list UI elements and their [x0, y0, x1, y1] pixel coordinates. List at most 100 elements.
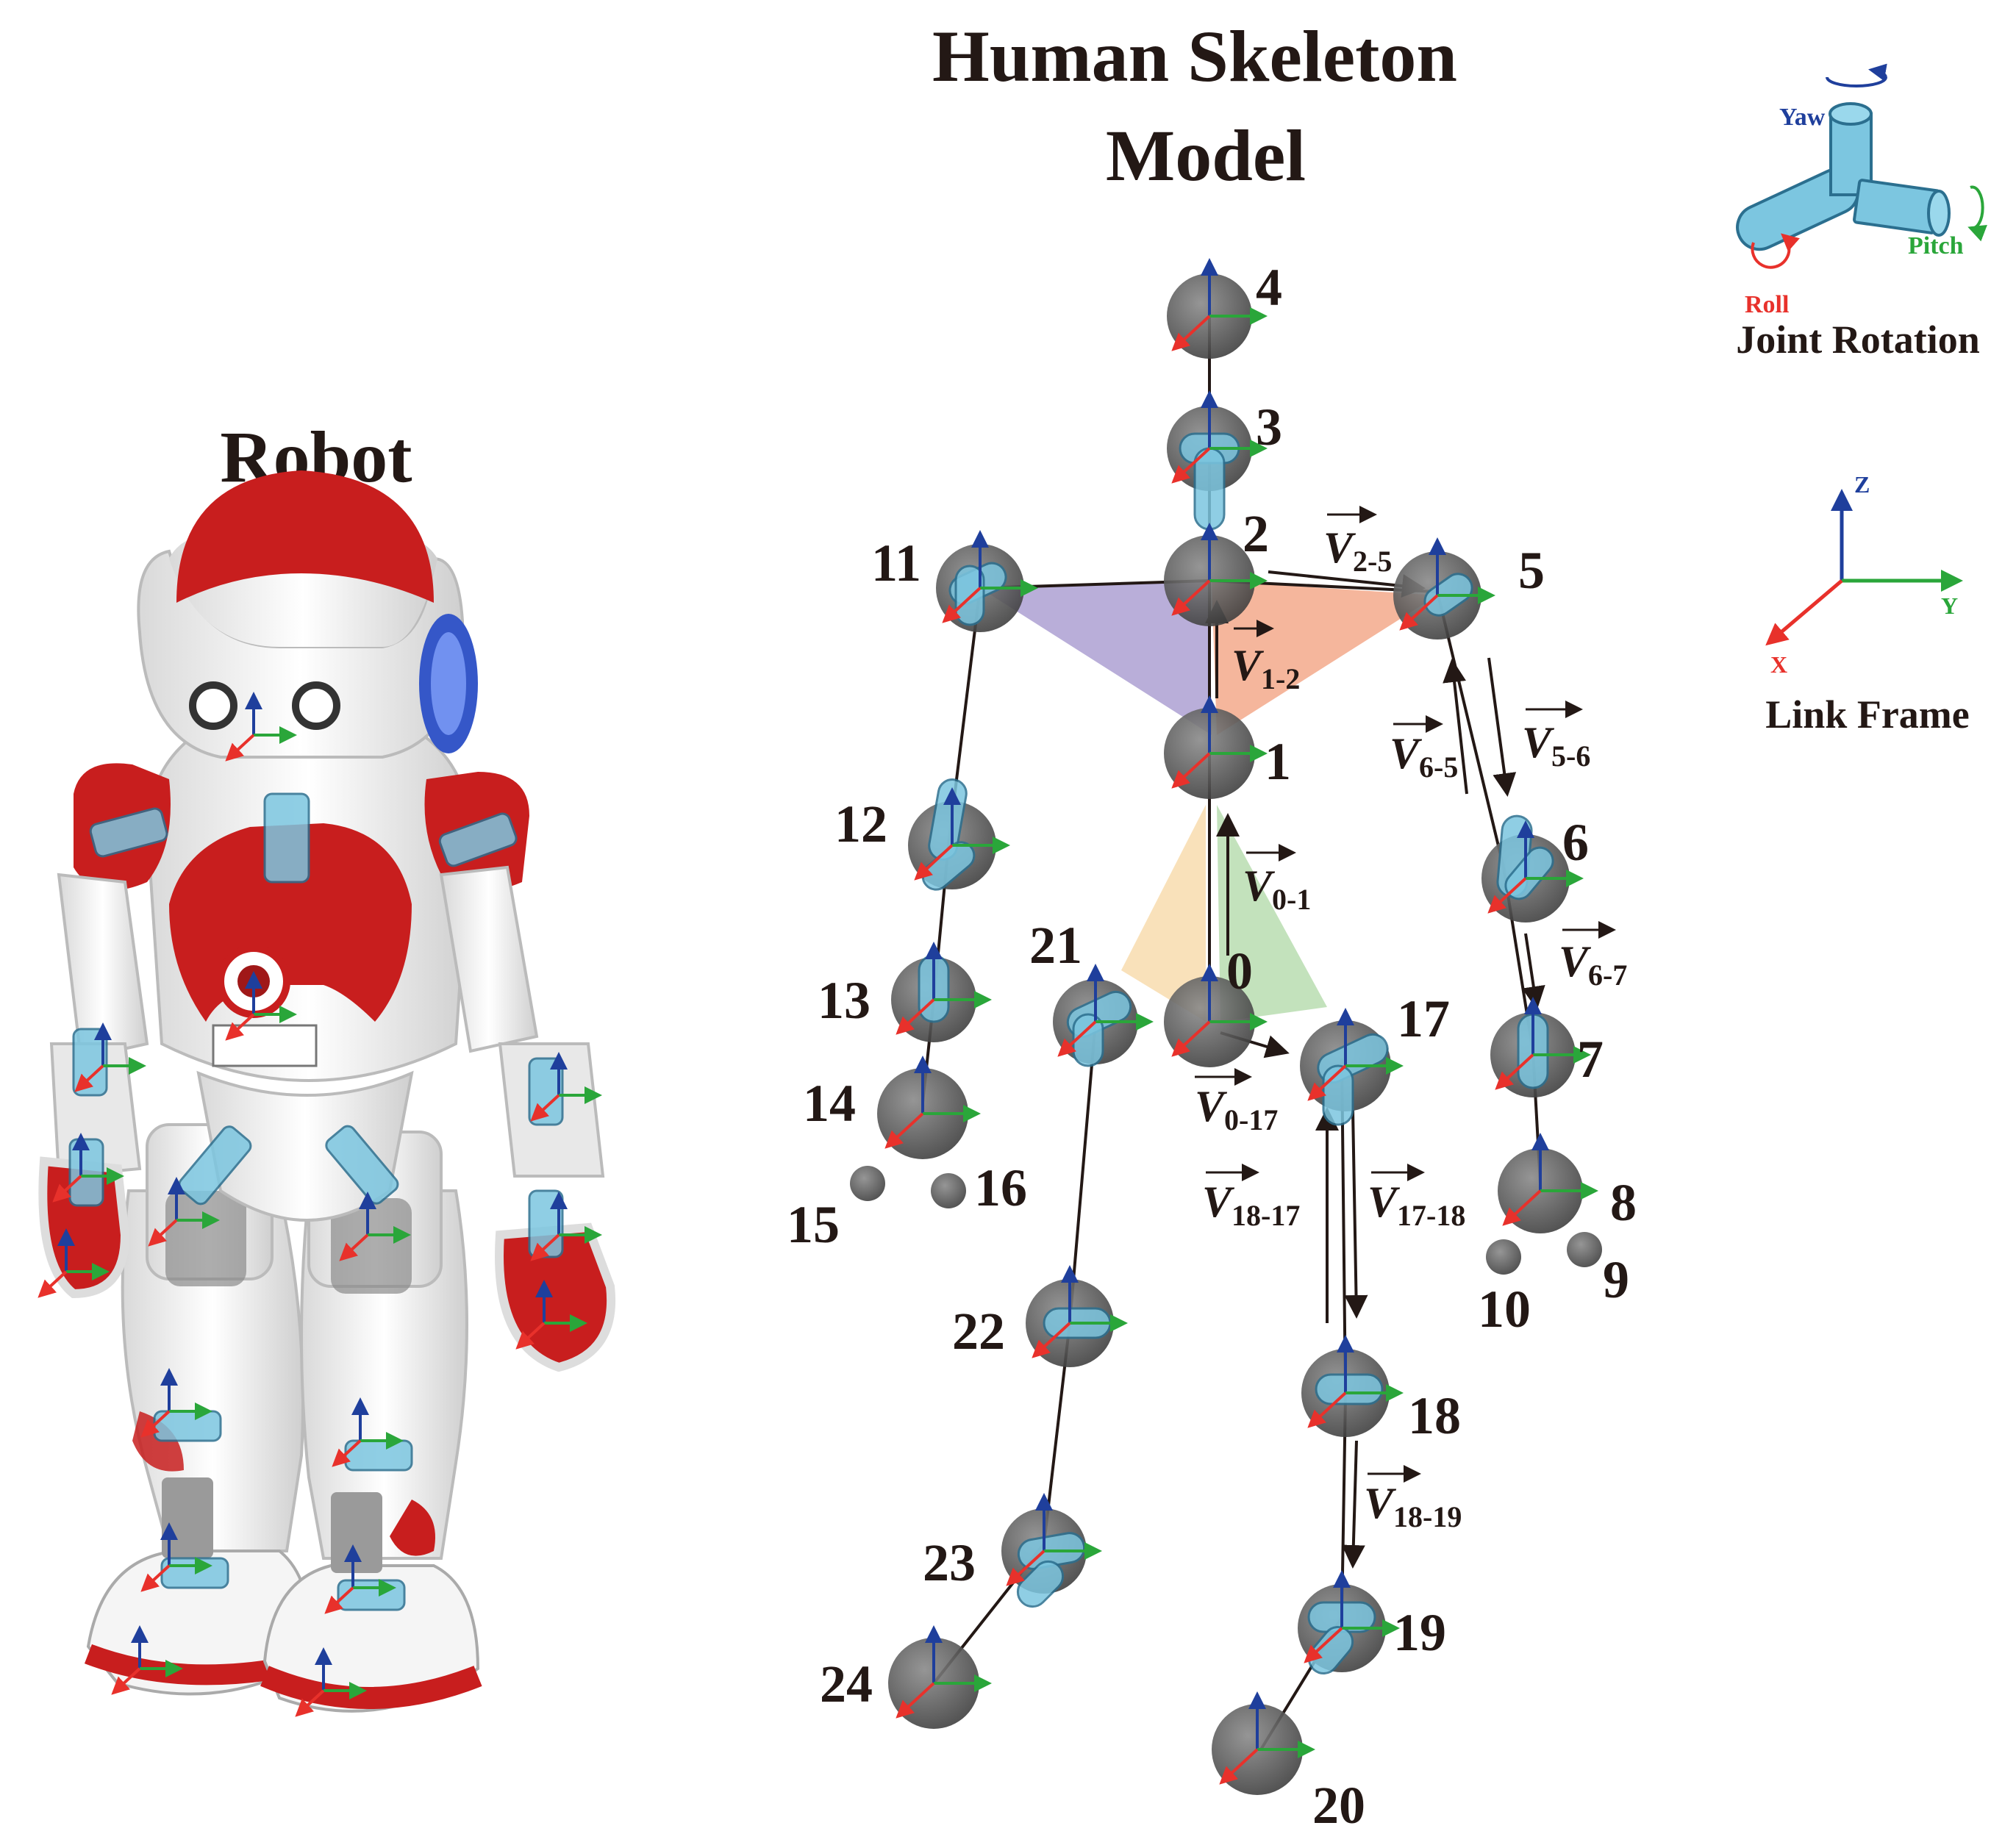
link-frame-legend: Z Y X Link Frame [1765, 471, 1970, 737]
joint-frame-21 [1057, 964, 1154, 1057]
joint-label-14: 14 [803, 1074, 856, 1133]
joint-label-3: 3 [1256, 398, 1282, 456]
link-frame-caption: Link Frame [1765, 692, 1970, 737]
joint-label-22: 22 [952, 1302, 1005, 1361]
joint-label-11: 11 [871, 534, 921, 592]
joint-frame-7 [1495, 997, 1591, 1090]
right-shoulder-plane [1212, 581, 1437, 735]
robot-frame-2 [74, 1022, 146, 1092]
svg-text:V5-6: V5-6 [1522, 718, 1590, 773]
joint-frame-19 [1304, 1570, 1400, 1663]
robot-frame-0 [225, 692, 297, 762]
joint-label-15: 15 [787, 1195, 840, 1254]
joint-cylinder-11-1 [954, 565, 985, 626]
joint-frames [884, 258, 1598, 1785]
pitch-label: Pitch [1908, 232, 1964, 259]
vector-label-17-18: V17-18 [1368, 1164, 1465, 1232]
joint-label-18: 18 [1408, 1386, 1461, 1445]
joint-frame-1 [1171, 695, 1268, 789]
svg-text:V18-19: V18-19 [1364, 1479, 1462, 1533]
robot-illustration [37, 470, 616, 1717]
joint-frame-20 [1219, 1691, 1315, 1785]
svg-text:V1-2: V1-2 [1232, 641, 1300, 695]
robot-frame-12 [140, 1522, 212, 1592]
joint-label-1: 1 [1265, 732, 1291, 791]
robot-joint-frames [37, 692, 602, 1717]
joint-label-0: 0 [1226, 942, 1253, 1000]
svg-text:V6-7: V6-7 [1559, 937, 1627, 992]
joint-label-20: 20 [1312, 1776, 1365, 1835]
svg-text:V17-18: V17-18 [1368, 1178, 1465, 1232]
joint-frame-24 [896, 1625, 992, 1719]
joint-frame-23 [1006, 1493, 1102, 1586]
joint-frame-2 [1171, 523, 1268, 616]
joint-sphere-10 [1486, 1239, 1521, 1275]
svg-text:V0-17: V0-17 [1195, 1082, 1278, 1136]
joint-label-4: 4 [1256, 258, 1282, 317]
vector-label-0-17: V0-17 [1195, 1068, 1278, 1136]
joint-label-13: 13 [818, 971, 871, 1030]
vector-label-18-17: V18-17 [1202, 1164, 1300, 1232]
robot-frame-14 [111, 1625, 183, 1695]
joint-label-8: 8 [1610, 1173, 1637, 1232]
vector-label-1-2: V1-2 [1232, 620, 1300, 695]
robot-frame-3 [530, 1052, 602, 1122]
joint-label-6: 6 [1562, 813, 1589, 872]
z-axis-label: Z [1854, 471, 1870, 498]
robot-frame-7 [515, 1280, 587, 1350]
joint-sphere-16 [931, 1173, 966, 1208]
joint-frame-18 [1307, 1335, 1404, 1428]
joint-cylinder-17-1 [1322, 1064, 1354, 1126]
skeleton-heading-line2: Model [1106, 115, 1306, 196]
joint-frame-22 [1032, 1265, 1128, 1358]
joint-frame-14 [884, 1056, 981, 1149]
joint-label-5: 5 [1518, 541, 1545, 600]
left-hip-plane [1121, 805, 1206, 1022]
robot-frame-13 [324, 1544, 396, 1614]
joint-rotation-legend: Yaw Pitch Roll Joint Rotation [1736, 63, 1987, 362]
joint-frame-11 [942, 530, 1038, 623]
robot-frame-9 [339, 1192, 411, 1261]
joint-rotation-caption: Joint Rotation [1736, 318, 1980, 362]
joint-label-24: 24 [820, 1655, 873, 1713]
joint-label-10: 10 [1478, 1280, 1531, 1339]
roll-label: Roll [1745, 291, 1789, 318]
robot-frame-6 [37, 1228, 110, 1298]
joint-label-16: 16 [974, 1158, 1027, 1217]
yaw-label: Yaw [1779, 104, 1826, 131]
joint-cylinder-23-1 [1016, 1560, 1065, 1608]
joint-label-23: 23 [923, 1533, 976, 1592]
joint-sphere-9 [1567, 1232, 1602, 1267]
joint-frame-4 [1171, 258, 1268, 351]
skeleton-heading-line1: Human Skeleton [932, 15, 1457, 97]
vector-label-2-5: V2-5 [1323, 506, 1392, 578]
left-shoulder-plane [980, 581, 1212, 735]
svg-text:V0-1: V0-1 [1243, 861, 1311, 916]
vector-label-6-7: V6-7 [1559, 921, 1627, 992]
joint-cylinder-3-1 [1193, 447, 1226, 531]
joint-frame-17 [1307, 1008, 1404, 1101]
svg-text:V2-5: V2-5 [1323, 523, 1392, 578]
robot-frame-11 [332, 1397, 404, 1467]
skeleton-model: 0 1 2 3 4 5 6 7 8 9 10 11 12 13 14 15 16… [787, 258, 1637, 1835]
joint-label-19: 19 [1393, 1603, 1446, 1662]
joint-label-17: 17 [1397, 989, 1450, 1048]
robot-frame-10 [140, 1368, 212, 1438]
joint-frame-8 [1502, 1133, 1598, 1226]
vector-label-18-19: V18-19 [1364, 1465, 1462, 1533]
joint-frame-0 [1171, 964, 1268, 1057]
joint-frame-6 [1487, 820, 1584, 914]
joint-frame-12 [914, 787, 1010, 881]
joint-frame-13 [896, 942, 992, 1035]
vector-label-6-5: V6-5 [1390, 715, 1458, 784]
robot-frame-1 [225, 971, 297, 1041]
right-hip-plane [1217, 805, 1327, 1022]
joint-label-9: 9 [1603, 1250, 1629, 1309]
svg-text:V18-17: V18-17 [1202, 1178, 1300, 1232]
vector-label-5-6: V5-6 [1522, 701, 1590, 773]
joint-label-7: 7 [1577, 1030, 1604, 1089]
joint-label-2: 2 [1243, 504, 1269, 563]
robot-frame-5 [530, 1192, 602, 1261]
vector-arrows [1205, 570, 1545, 1569]
